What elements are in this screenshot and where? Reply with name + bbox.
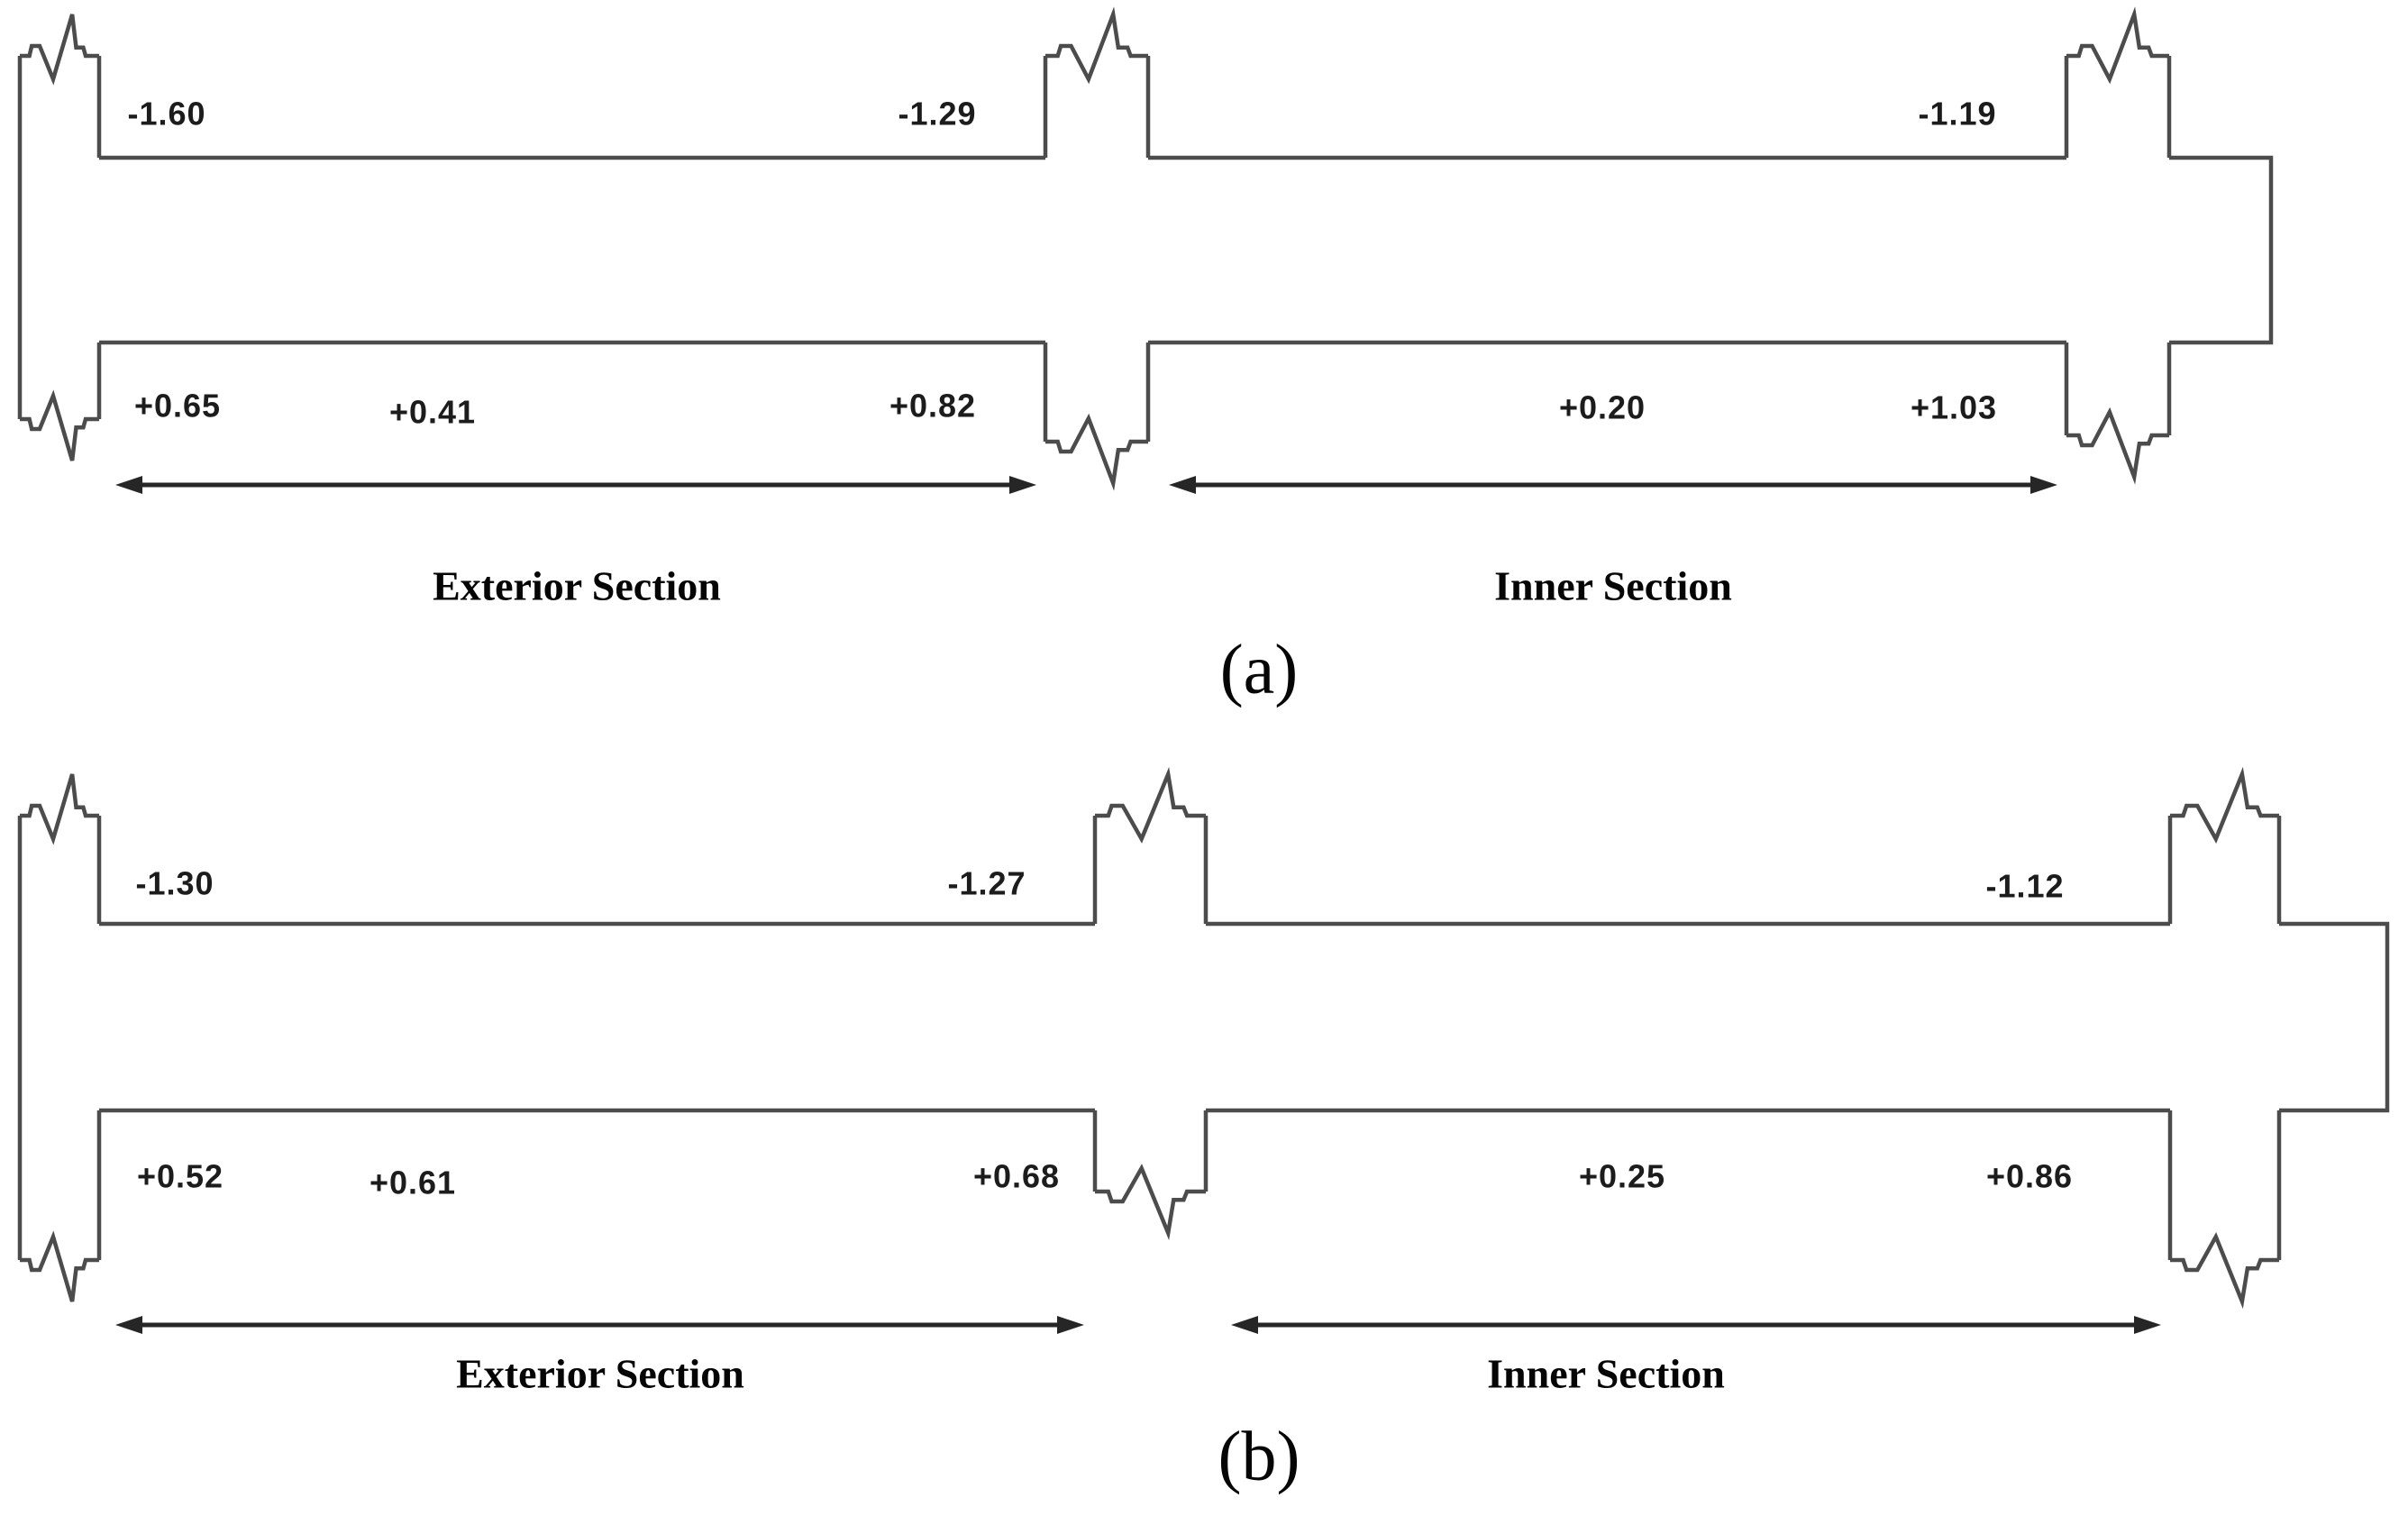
section-exterior-section: Exterior Section bbox=[115, 1316, 1084, 1397]
moment-value-bottom: +0.25 bbox=[1579, 1158, 1665, 1195]
moment-value-top: -1.30 bbox=[135, 865, 214, 902]
moment-value-top: -1.60 bbox=[127, 96, 205, 132]
beam-column-outline bbox=[17, 56, 2274, 442]
diagram-b: -1.30 -1.27 -1.12 +0.52 +0.61 +0.68 +0.25 +0.86… bbox=[17, 766, 2390, 1495]
moment-value-bottom: +0.65 bbox=[134, 388, 221, 425]
break-mark-icon-top-right bbox=[2170, 766, 2279, 844]
break-mark-icon-bottom-middle bbox=[1095, 1164, 1206, 1241]
break-mark-icon-top-right bbox=[2066, 6, 2169, 85]
break-mark-icon-bottom-left bbox=[20, 389, 99, 461]
arrowhead-right-icon bbox=[2030, 476, 2057, 494]
moment-value-bottom: +0.68 bbox=[973, 1158, 1060, 1195]
section-exterior-section: Exterior Section bbox=[115, 476, 1036, 609]
arrowhead-left-icon bbox=[115, 476, 142, 494]
moment-value-bottom: +0.86 bbox=[1986, 1158, 2073, 1195]
moment-value-bottom: +0.52 bbox=[137, 1158, 223, 1195]
moment-value-top: -1.29 bbox=[898, 96, 976, 132]
arrowhead-right-icon bbox=[2134, 1316, 2161, 1334]
break-mark-icon-bottom-right bbox=[2170, 1232, 2279, 1310]
moment-value-bottom: +0.41 bbox=[389, 394, 476, 431]
moment-value-bottom: +0.82 bbox=[889, 388, 976, 425]
moment-value-bottom: +1.03 bbox=[1911, 389, 1997, 426]
break-mark-icon-top-middle bbox=[1045, 6, 1148, 85]
figure-caption-a: (a) bbox=[1220, 630, 1299, 708]
moment-value-bottom: +0.20 bbox=[1559, 389, 1646, 426]
section-inner-section: Inner Section bbox=[1231, 1316, 2161, 1397]
section-label: Inner Section bbox=[1487, 1351, 1725, 1397]
moment-value-top: -1.19 bbox=[1918, 96, 1996, 132]
figure-caption-b: (b) bbox=[1218, 1417, 1300, 1495]
section-label: Inner Section bbox=[1494, 563, 1732, 609]
arrowhead-left-icon bbox=[1231, 1316, 1258, 1334]
beam-column-outline bbox=[17, 816, 2390, 1260]
arrowhead-left-icon bbox=[115, 1316, 142, 1334]
arrowhead-left-icon bbox=[1169, 476, 1196, 494]
arrowhead-right-icon bbox=[1009, 476, 1036, 494]
break-mark-icon-top-middle bbox=[1095, 766, 1206, 844]
moment-value-top: -1.12 bbox=[1985, 868, 2064, 905]
break-mark-icon-top-left bbox=[20, 773, 99, 845]
break-mark-icon-bottom-left bbox=[20, 1230, 99, 1302]
arrowhead-right-icon bbox=[1057, 1316, 1084, 1334]
section-label: Exterior Section bbox=[433, 563, 721, 609]
break-mark-icon-bottom-right bbox=[2066, 406, 2169, 485]
diagram-a: -1.60 -1.29 -1.19 +0.65 +0.41 +0.82 +0.20 +1.03… bbox=[17, 6, 2274, 708]
section-inner-section: Inner Section bbox=[1169, 476, 2057, 609]
moment-value-top: -1.27 bbox=[947, 865, 1026, 902]
moment-value-bottom: +0.61 bbox=[369, 1164, 456, 1201]
break-mark-icon-top-left bbox=[20, 14, 99, 86]
section-label: Exterior Section bbox=[456, 1351, 744, 1397]
break-mark-icon-bottom-middle bbox=[1045, 413, 1148, 491]
